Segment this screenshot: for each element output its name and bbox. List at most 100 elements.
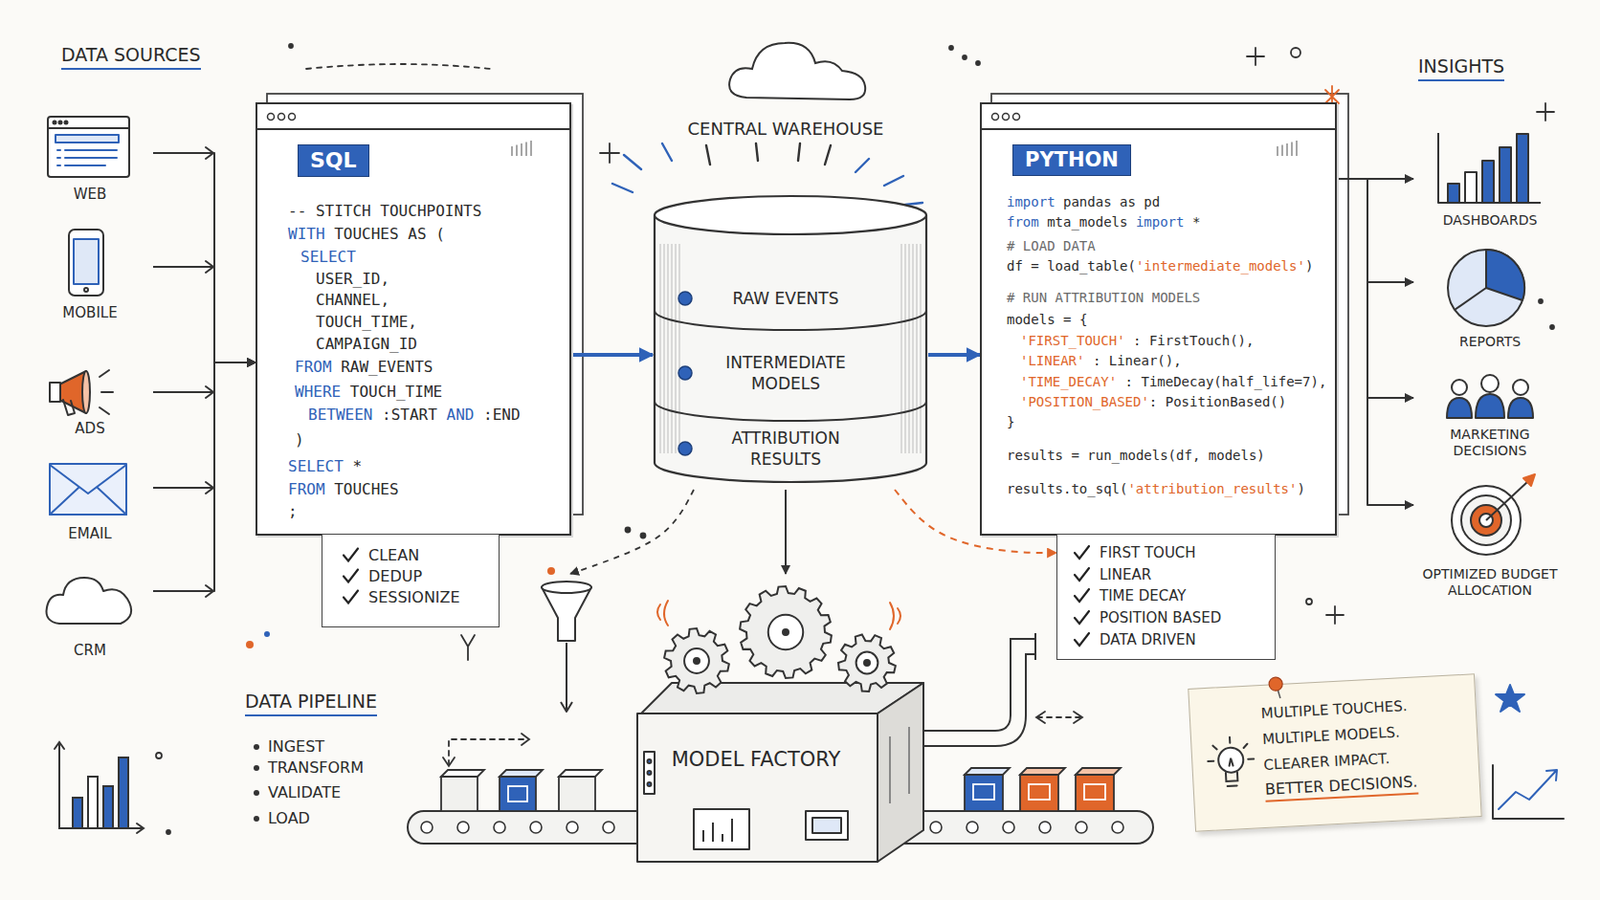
flow-hint bbox=[1036, 711, 1083, 724]
node-text: RAW EVENTS bbox=[709, 288, 863, 310]
source-icon bbox=[49, 382, 61, 402]
lightbulb bbox=[1268, 677, 1284, 692]
trend-icon bbox=[1495, 685, 1525, 712]
code-line: WHERE TOUCH_TIME bbox=[294, 382, 443, 401]
section-heading: DATA SOURCES bbox=[61, 44, 201, 70]
insight-icon bbox=[1486, 249, 1525, 301]
node-text: BETTER DECISIONS. bbox=[1264, 773, 1419, 804]
funnel bbox=[541, 581, 592, 712]
insight-icon bbox=[1482, 160, 1494, 203]
source-icon bbox=[73, 239, 99, 285]
glow-rays bbox=[706, 143, 831, 165]
machine bbox=[805, 811, 848, 841]
checkmark bbox=[1074, 611, 1089, 624]
code-token: AND bbox=[446, 405, 475, 424]
connector-arrow bbox=[784, 489, 787, 575]
window-chrome bbox=[278, 113, 286, 121]
roller bbox=[1075, 822, 1088, 834]
insight-icon bbox=[1516, 133, 1529, 203]
code-token: 'LINEAR' bbox=[1020, 353, 1085, 369]
window-chrome bbox=[1281, 145, 1283, 157]
insight-node: OPTIMIZED BUDGET ALLOCATION bbox=[1413, 478, 1577, 609]
sparkle bbox=[1326, 606, 1344, 624]
node-text: DATA DRIVEN bbox=[1099, 631, 1197, 649]
code-token: TOUCH_TIME, bbox=[315, 312, 418, 332]
code-token: = bbox=[1070, 447, 1079, 464]
sparkle bbox=[1306, 599, 1312, 605]
code-token: TOUCHES bbox=[333, 224, 399, 244]
code-token: : bbox=[1149, 394, 1157, 410]
insight-icon bbox=[1451, 379, 1467, 396]
insight-icon bbox=[1447, 183, 1460, 203]
code-token: as bbox=[1119, 194, 1136, 210]
checkmark bbox=[343, 549, 358, 562]
mini-chart bbox=[54, 742, 144, 834]
code-token: STITCH bbox=[315, 201, 372, 221]
code-token: import bbox=[1006, 194, 1056, 210]
node-text: TIME DECAY bbox=[1099, 587, 1187, 605]
window-chrome bbox=[515, 145, 517, 157]
code-token: SELECT bbox=[300, 247, 356, 267]
window-chrome bbox=[267, 113, 275, 121]
flow-hint bbox=[1037, 716, 1082, 719]
sparkle bbox=[1550, 325, 1555, 330]
cylinder bbox=[675, 244, 677, 454]
cylinder bbox=[678, 366, 692, 380]
code-line: FROM RAW_EVENTS bbox=[294, 357, 434, 377]
code-token: Linear(), bbox=[1109, 353, 1182, 369]
node-text: CENTRAL WAREHOUSE bbox=[652, 118, 919, 140]
code-token: TOUCH_TIME bbox=[350, 382, 443, 401]
product-box bbox=[441, 768, 1121, 812]
connector-arrow bbox=[153, 153, 256, 363]
gear bbox=[693, 658, 700, 665]
code-token: ) bbox=[1305, 258, 1313, 274]
sparkle bbox=[547, 567, 556, 576]
code-line: -- STITCH TOUCHPOINTS bbox=[288, 201, 482, 221]
source-icon bbox=[57, 150, 61, 166]
merge-chevron bbox=[205, 147, 214, 598]
product-box bbox=[973, 784, 995, 800]
code-token: 'FIRST_TOUCH' bbox=[1020, 333, 1126, 349]
section-heading: DATA PIPELINE bbox=[244, 690, 378, 717]
code-token: ) bbox=[294, 430, 305, 449]
machine bbox=[693, 809, 750, 850]
window-chrome bbox=[1002, 113, 1010, 121]
window-chrome bbox=[288, 113, 296, 121]
checkmark bbox=[1074, 633, 1089, 646]
machine bbox=[812, 818, 842, 834]
pipe bbox=[1034, 633, 1037, 661]
product-box bbox=[441, 777, 478, 812]
connector-arrow bbox=[1336, 178, 1414, 399]
mini-chart bbox=[72, 798, 83, 829]
sparkle bbox=[962, 55, 967, 60]
product-box bbox=[558, 777, 596, 812]
connector-arrow bbox=[153, 266, 256, 363]
code-token: ; bbox=[288, 502, 298, 521]
node-text: ATTRIBUTION RESULTS bbox=[709, 427, 863, 470]
code-line: # RUN ATTRIBUTION MODELS bbox=[1006, 289, 1200, 307]
list-item: TRANSFORM bbox=[267, 758, 364, 778]
sparkle bbox=[1538, 299, 1543, 304]
code-token: AS bbox=[407, 224, 426, 244]
code-token: USER_ID, bbox=[315, 269, 390, 289]
trend-icon bbox=[1492, 765, 1564, 820]
cylinder bbox=[654, 401, 927, 422]
sparkle bbox=[1536, 103, 1555, 121]
list-item: VALIDATE bbox=[267, 783, 341, 802]
insight-icon bbox=[1512, 379, 1529, 396]
lightbulb bbox=[1206, 735, 1254, 761]
machine bbox=[637, 713, 878, 863]
roller bbox=[602, 822, 615, 834]
source-node: ADS bbox=[36, 363, 154, 447]
code-line: ) bbox=[294, 430, 305, 449]
code-token: models bbox=[1006, 311, 1056, 328]
code-token: pd bbox=[1143, 194, 1160, 210]
list-item: INGEST bbox=[267, 737, 325, 756]
trend-icon bbox=[1492, 685, 1564, 820]
roller bbox=[457, 822, 469, 834]
code-token: : bbox=[1125, 374, 1134, 390]
cylinder bbox=[678, 291, 692, 306]
motion-mark bbox=[657, 600, 901, 630]
source-icon bbox=[99, 370, 113, 415]
node-text: CLEAN bbox=[368, 546, 420, 565]
